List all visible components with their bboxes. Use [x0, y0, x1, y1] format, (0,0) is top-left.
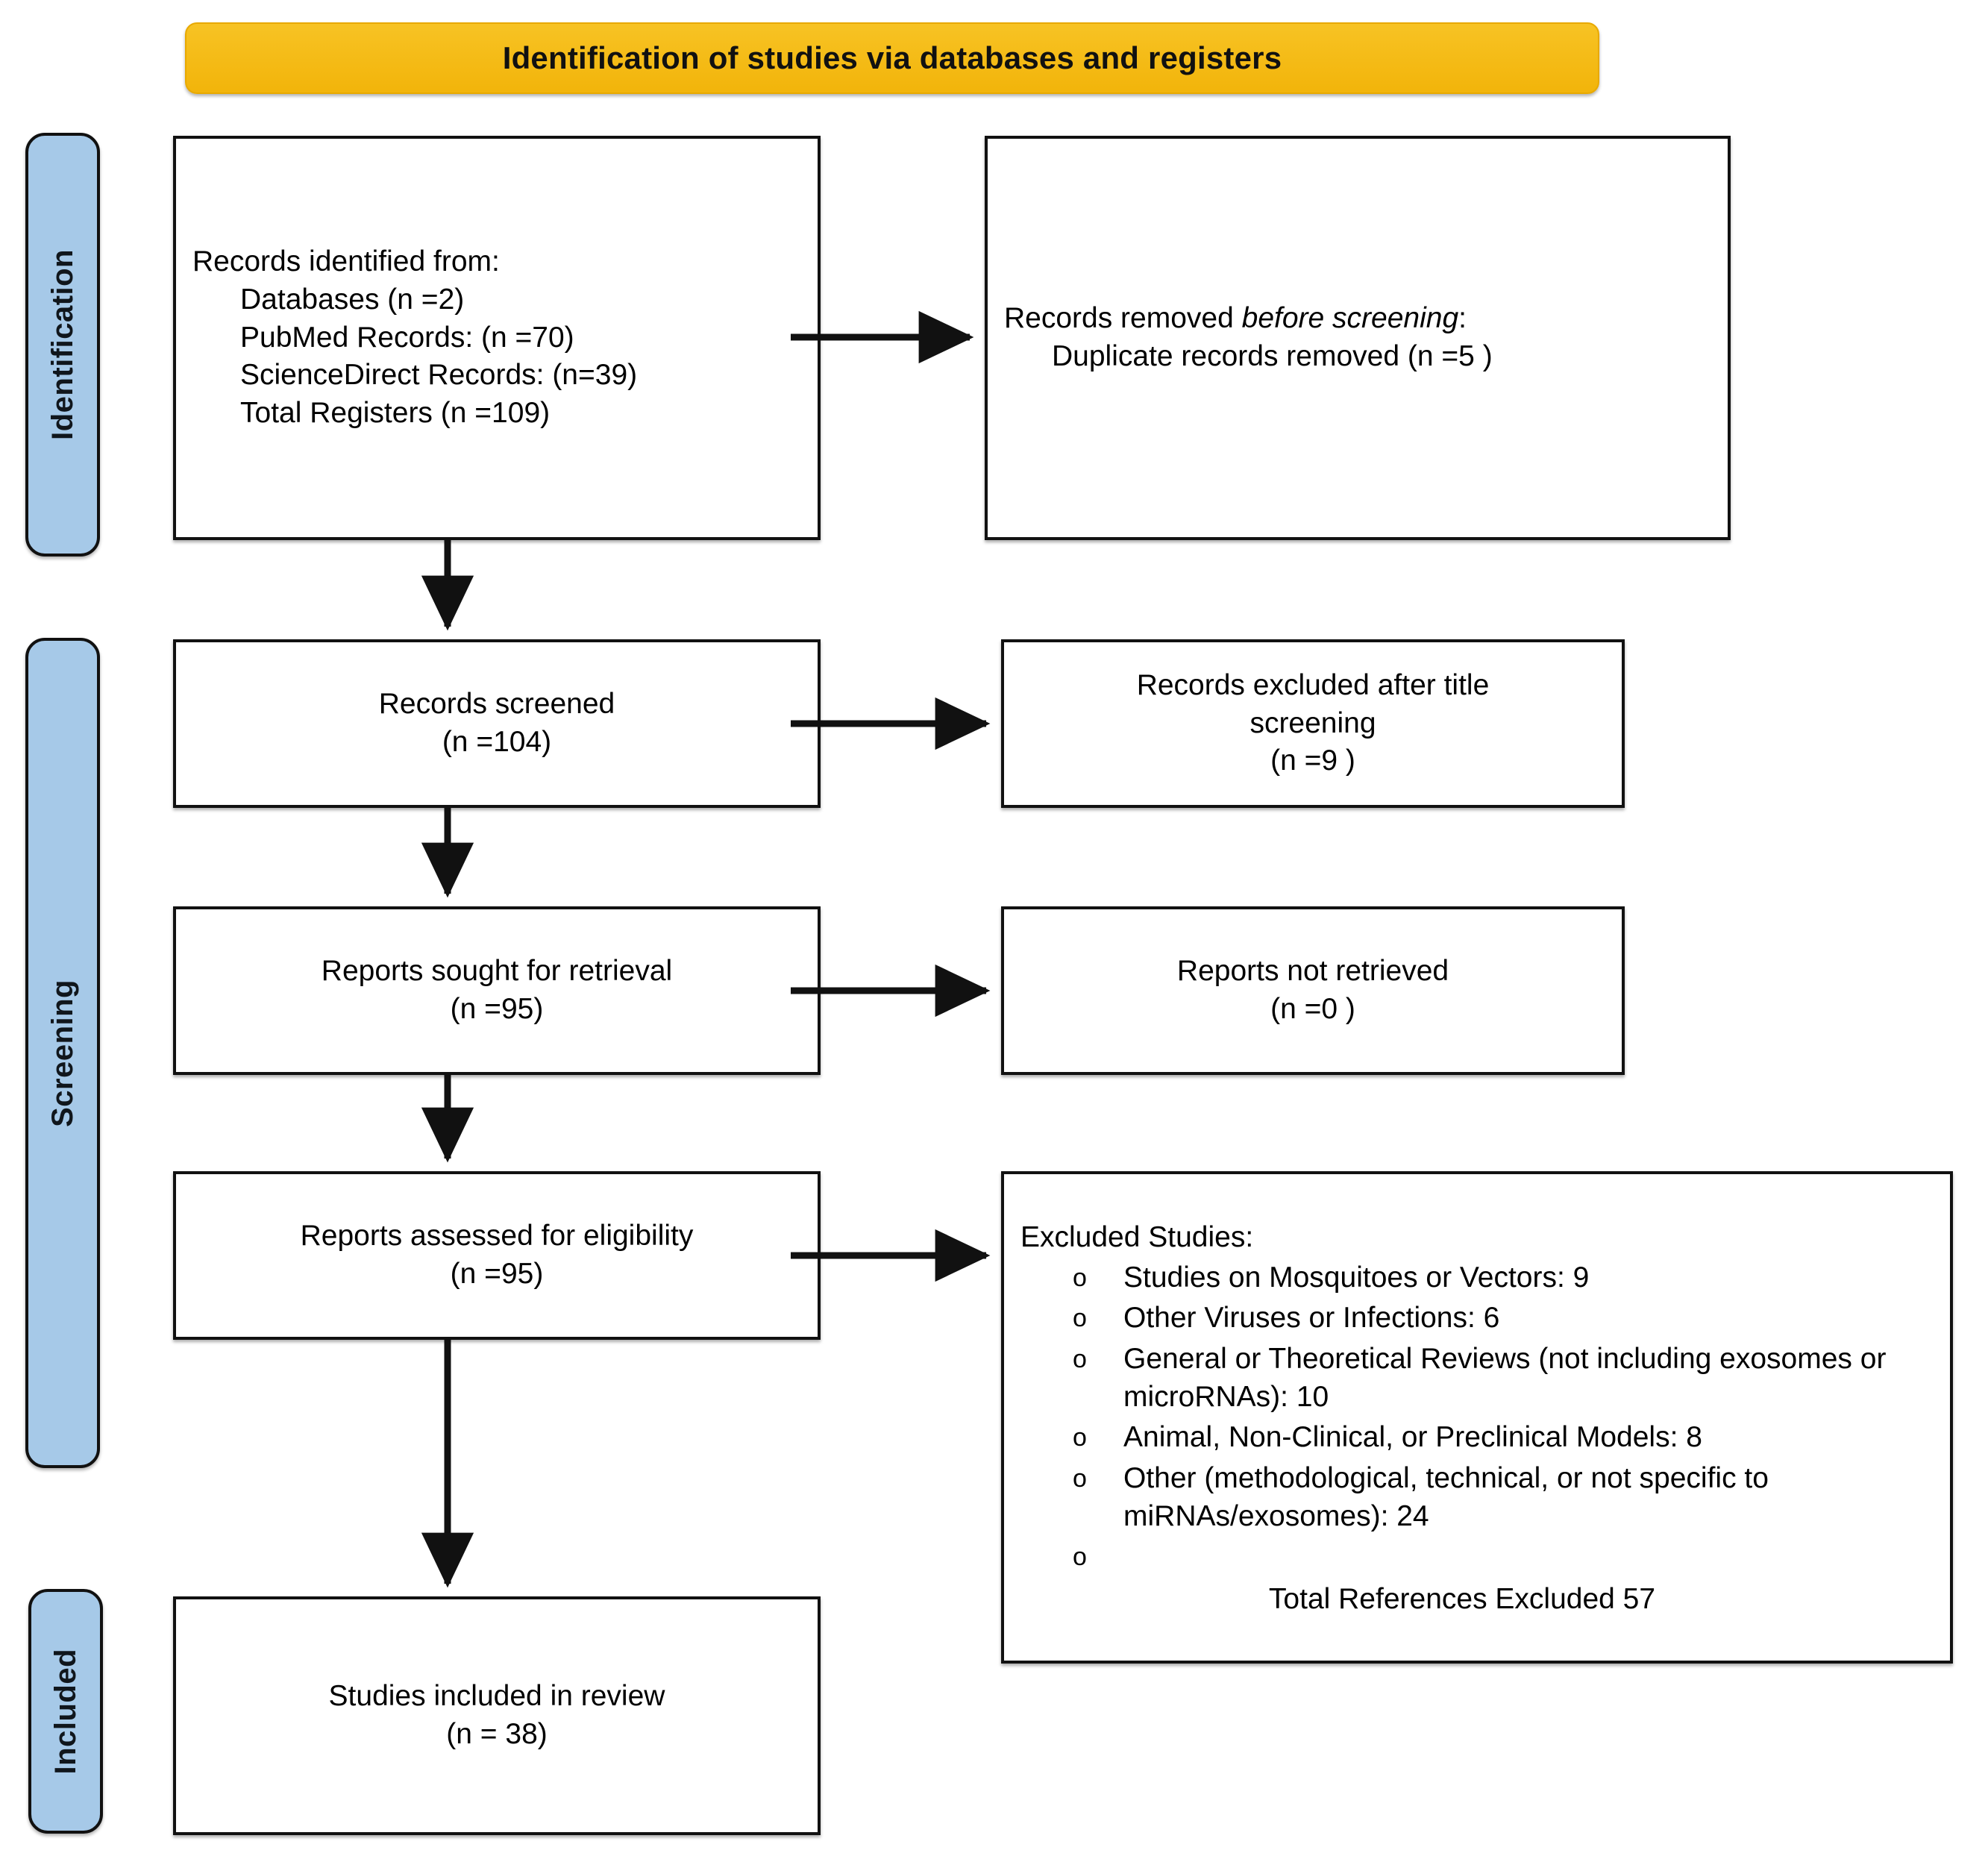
studies-included-line-2: (n = 38) — [446, 1718, 548, 1750]
excluded-studies-item: o Animal, Non-Clinical, or Preclinical Mo… — [1067, 1419, 1934, 1457]
box-excluded-studies: Excluded Studies: o Studies on Mosquitoes… — [1001, 1171, 1953, 1664]
records-removed-prefix: Records removed — [1004, 302, 1242, 335]
box-reports-not-retrieved: Reports not retrieved (n =0 ) — [1001, 906, 1625, 1075]
excluded-studies-item: o Other (methodological, technical, or no… — [1067, 1460, 1934, 1535]
box-records-screened: Records screened (n =104) — [173, 639, 821, 808]
records-screened-line-1: Records screened — [378, 688, 615, 721]
stage-label-included: Included — [28, 1589, 103, 1834]
studies-included-line-1: Studies included in review — [328, 1680, 665, 1713]
records-excluded-title-line-1: Records excluded after title — [1136, 668, 1490, 701]
stage-label-identification-text: Identification — [46, 249, 79, 440]
box-records-removed-before-screening: Records removed before screening: Duplic… — [985, 136, 1731, 540]
excluded-studies-item-text: General or Theoretical Reviews (not incl… — [1123, 1342, 1887, 1413]
records-identified-line-4: ScienceDirect Records: (n=39) — [240, 359, 638, 392]
stage-label-screening: Screening — [25, 638, 100, 1468]
reports-not-retrieved-line-2: (n =0 ) — [1270, 993, 1355, 1025]
bullet-circle-icon: o — [1073, 1263, 1087, 1292]
records-removed-emphasis: before screening — [1241, 302, 1459, 335]
records-excluded-title-line-3: (n =9 ) — [1270, 744, 1355, 777]
bullet-circle-icon: o — [1073, 1464, 1087, 1493]
box-records-excluded-title-screening: Records excluded after title screening (… — [1001, 639, 1625, 808]
box-reports-sought-for-retrieval: Reports sought for retrieval (n =95) — [173, 906, 821, 1075]
reports-eligibility-line-2: (n =95) — [450, 1258, 544, 1290]
records-removed-line-1: Records removed before screening: — [1004, 300, 1711, 338]
bullet-circle-icon: o — [1073, 1543, 1087, 1572]
excluded-studies-item: o — [1067, 1538, 1934, 1571]
excluded-studies-item-text: Animal, Non-Clinical, or Preclinical Mod… — [1123, 1421, 1702, 1454]
bullet-circle-icon: o — [1073, 1423, 1087, 1452]
reports-eligibility-line-1: Reports assessed for eligibility — [300, 1220, 694, 1253]
stage-label-screening-text: Screening — [46, 979, 79, 1127]
excluded-studies-item: o Other Viruses or Infections: 6 — [1067, 1300, 1934, 1338]
records-identified-line-3: PubMed Records: (n =70) — [240, 321, 574, 354]
records-excluded-title-line-2: screening — [1249, 706, 1376, 739]
stage-label-identification: Identification — [25, 133, 100, 557]
records-removed-suffix: : — [1458, 302, 1467, 335]
stage-label-included-text: Included — [48, 1648, 82, 1775]
records-screened-line-2: (n =104) — [442, 726, 552, 758]
excluded-studies-item: o General or Theoretical Reviews (not inc… — [1067, 1341, 1934, 1416]
reports-not-retrieved-line-1: Reports not retrieved — [1176, 955, 1449, 988]
excluded-studies-heading: Excluded Studies: — [1020, 1220, 1254, 1253]
bullet-circle-icon: o — [1073, 1344, 1087, 1373]
box-reports-assessed-for-eligibility: Reports assessed for eligibility (n =95) — [173, 1171, 821, 1340]
bullet-circle-icon: o — [1073, 1304, 1087, 1333]
excluded-studies-item-text: Studies on Mosquitoes or Vectors: 9 — [1123, 1261, 1590, 1294]
reports-sought-line-2: (n =95) — [450, 993, 544, 1025]
diagram-title-banner: Identification of studies via databases … — [185, 22, 1599, 94]
excluded-studies-total: Total References Excluded 57 — [1268, 1583, 1656, 1616]
reports-sought-line-1: Reports sought for retrieval — [321, 955, 673, 988]
excluded-studies-item-text: Other Viruses or Infections: 6 — [1123, 1302, 1500, 1335]
records-identified-line-5: Total Registers (n =109) — [240, 397, 551, 430]
records-identified-line-2: Databases (n =2) — [240, 283, 465, 316]
box-records-identified: Records identified from: Databases (n =2… — [173, 136, 821, 540]
excluded-studies-item-text: Other (methodological, technical, or not… — [1123, 1461, 1769, 1532]
diagram-title-text: Identification of studies via databases … — [502, 40, 1282, 75]
box-studies-included-in-review: Studies included in review (n = 38) — [173, 1596, 821, 1835]
excluded-studies-item: o Studies on Mosquitoes or Vectors: 9 — [1067, 1259, 1934, 1297]
records-identified-line-1: Records identified from: — [192, 245, 500, 278]
records-removed-line-2: Duplicate records removed (n =5 ) — [1052, 340, 1493, 372]
